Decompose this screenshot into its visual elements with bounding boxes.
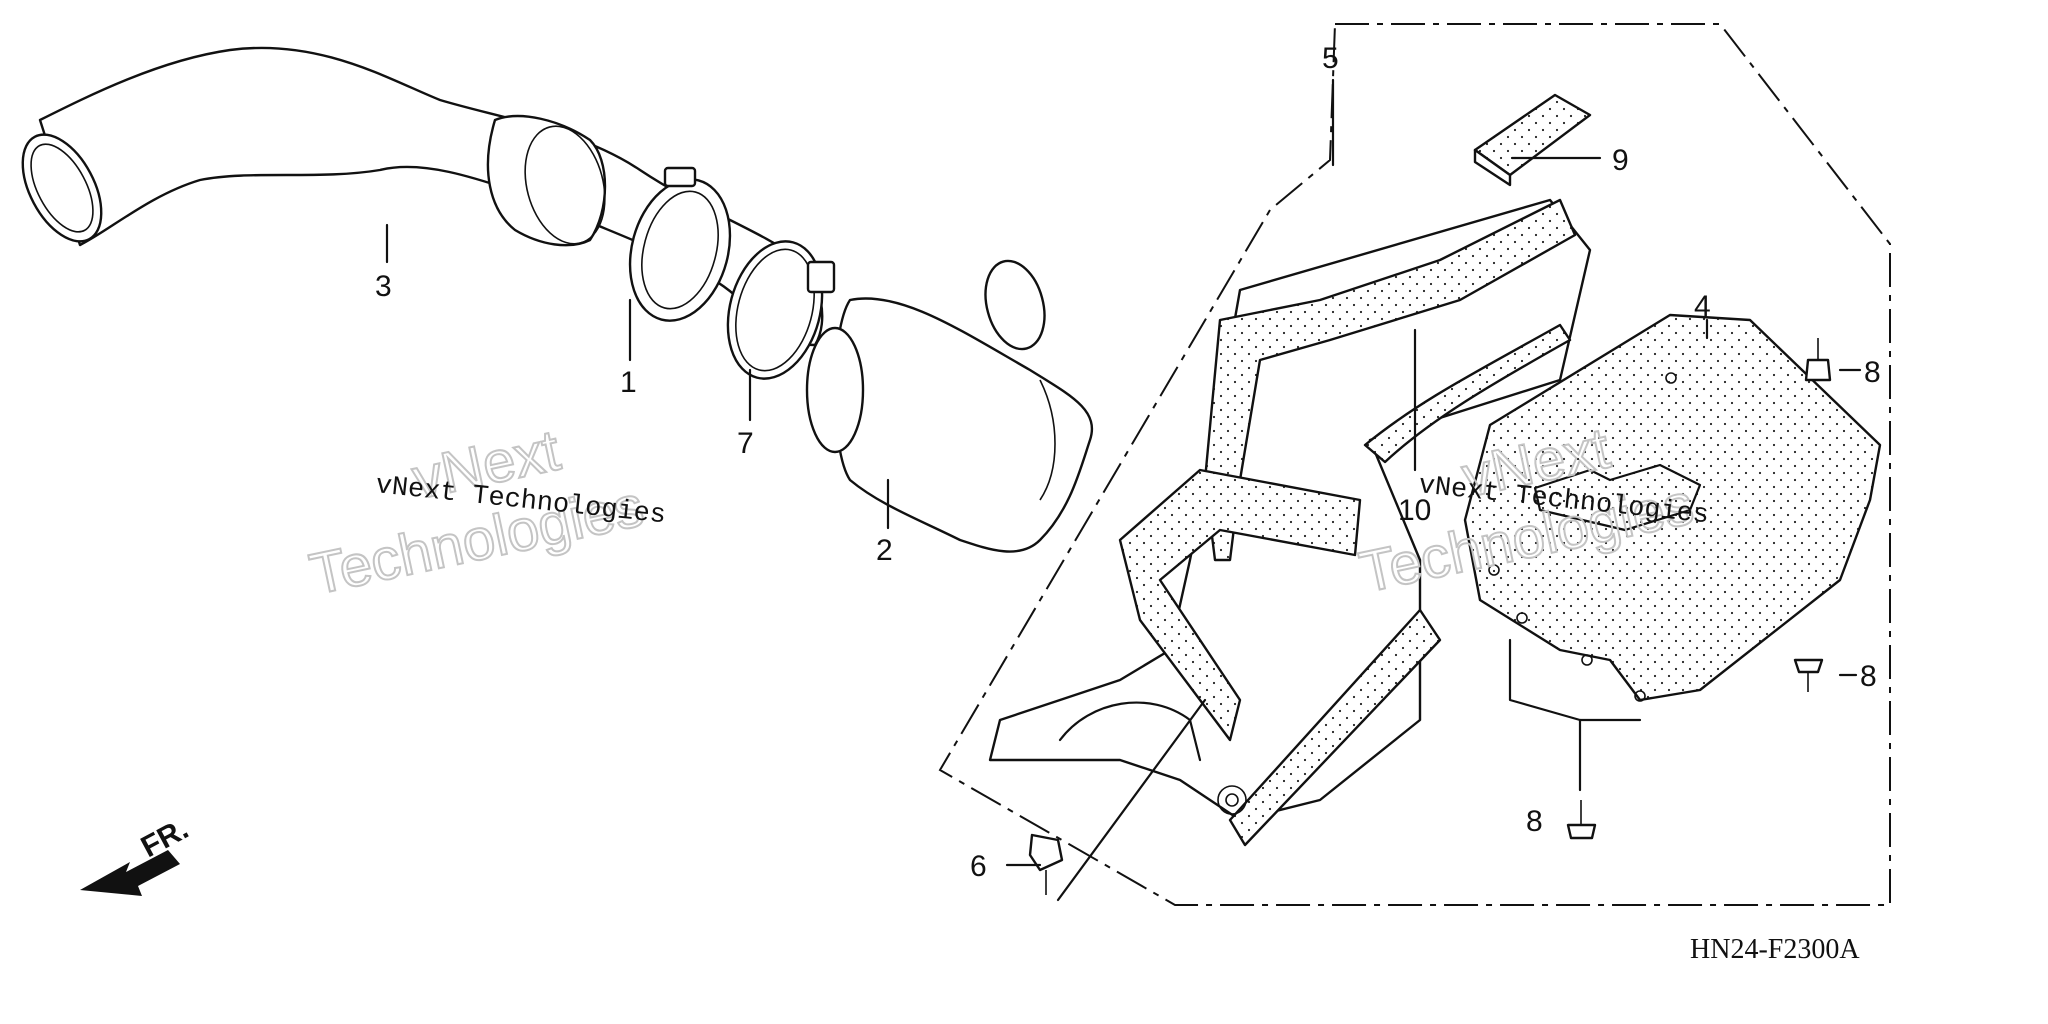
bolt-icon-top — [1804, 338, 1832, 382]
foam-block — [1473, 93, 1592, 187]
hose-clamp-ring — [628, 166, 732, 322]
callout-9: 9 — [1612, 144, 1629, 177]
front-direction-arrow-icon: FR. — [80, 812, 194, 896]
foam-strip — [1363, 323, 1572, 464]
callout-8-bottom: 8 — [1526, 805, 1543, 838]
front-direction-label: FR. — [136, 812, 194, 864]
callout-1: 1 — [620, 366, 637, 399]
diagram-code: HN24-F2300A — [1690, 934, 1860, 965]
bolt-icon-bottom — [1566, 800, 1597, 840]
bolt-icon-right — [1793, 658, 1824, 692]
callout-2: 2 — [876, 534, 893, 567]
intake-tube — [21, 46, 1046, 351]
callout-4: 4 — [1694, 290, 1711, 323]
callout-6: 6 — [970, 850, 987, 883]
assembly-group-outline — [938, 23, 1891, 906]
callout-8-right: 8 — [1860, 660, 1877, 693]
clip-icon — [1028, 833, 1064, 895]
callout-10: 10 — [1398, 494, 1431, 527]
callout-3: 3 — [375, 270, 392, 303]
leader-lines — [385, 78, 1862, 902]
mounting-plate — [1463, 313, 1882, 722]
air-box-connector — [805, 297, 1093, 553]
callout-5: 5 — [1322, 42, 1339, 75]
callout-8-top: 8 — [1864, 356, 1881, 389]
band-clamp — [726, 240, 836, 380]
callout-7: 7 — [737, 427, 754, 460]
housing-cover — [988, 198, 1592, 847]
